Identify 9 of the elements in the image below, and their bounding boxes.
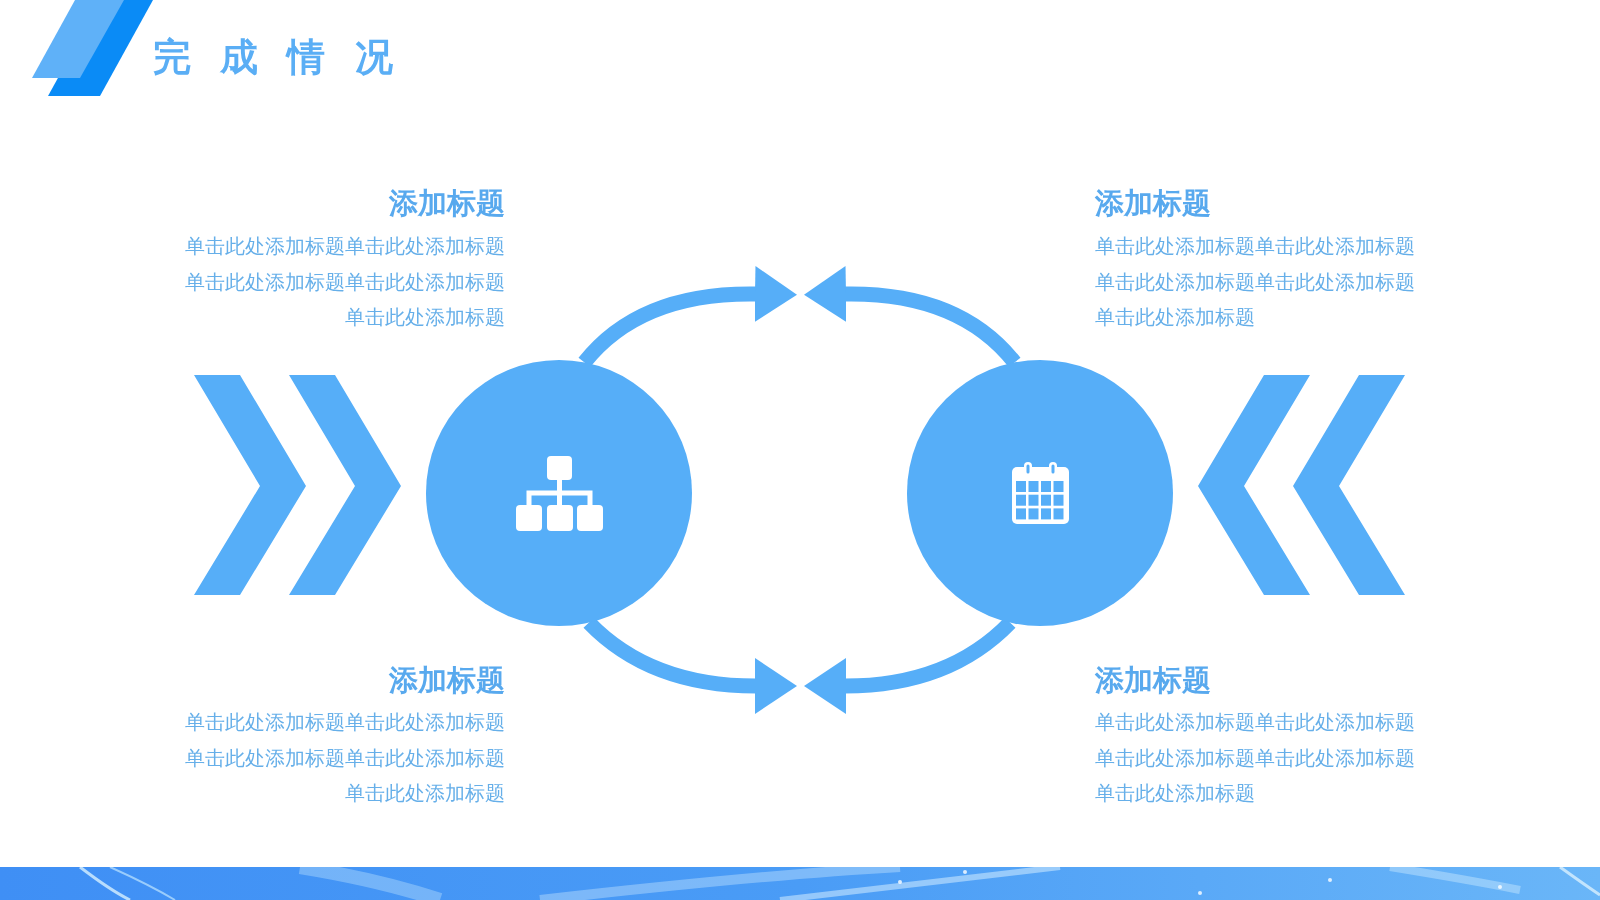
section-description: 单击此处添加标题单击此处添加标题单击此处添加标题单击此处添加标题单击此处添加标题 [1095,709,1416,808]
section-heading: 添加标题 [1095,185,1211,221]
section-description: 单击此处添加标题单击此处添加标题单击此处添加标题单击此处添加标题单击此处添加标题 [1095,233,1416,332]
section-heading: 添加标题 [1095,662,1211,698]
section-description: 单击此处添加标题单击此处添加标题单击此处添加标题单击此处添加标题单击此处添加标题 [184,709,505,808]
section-heading: 添加标题 [389,185,505,221]
slide-title: 完 成 情 况 [153,34,401,80]
section-heading: 添加标题 [389,662,505,698]
section-description: 单击此处添加标题单击此处添加标题单击此处添加标题单击此处添加标题单击此处添加标题 [184,233,505,332]
